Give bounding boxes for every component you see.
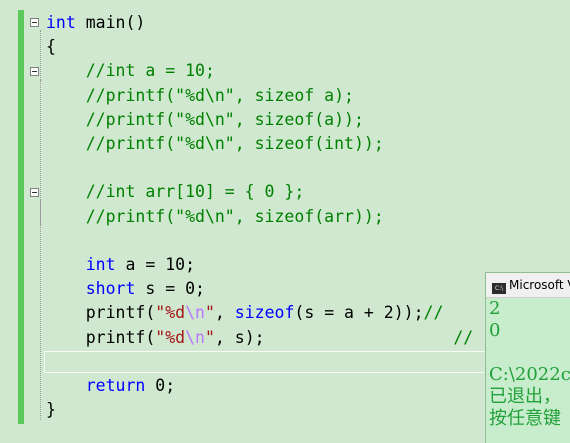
change-indicator-bar (18, 10, 24, 424)
console-app-icon: C:\ (492, 283, 506, 294)
code-token: , (214, 303, 235, 323)
code-token: //int arr[10] = { 0 }; (46, 182, 305, 202)
code-token: //int a = 10; (46, 61, 215, 81)
code-token (46, 279, 86, 298)
code-token: return (85, 376, 146, 395)
code-token: "%d (155, 327, 186, 347)
code-token: a = 10; (115, 255, 196, 274)
code-line[interactable]: { (46, 35, 56, 59)
code-line[interactable]: printf("%d\n", s); // (46, 326, 473, 350)
code-token: , s); (214, 327, 265, 347)
code-token (46, 376, 86, 395)
code-line[interactable]: return 0; (46, 374, 175, 398)
console-title-bar[interactable]: C:\Microsoft V (486, 273, 570, 298)
console-line: 0 (489, 320, 501, 341)
fold-toggle-comment-block-1[interactable] (30, 67, 39, 76)
code-token: //printf("%d\n", sizeof(int)); (46, 134, 384, 153)
code-token: short (85, 279, 136, 299)
current-line-highlight (44, 351, 494, 373)
code-token: int (85, 255, 116, 274)
code-token: printf( (46, 303, 156, 323)
console-line: 已退出， (489, 386, 561, 407)
code-token: //printf("%d\n", sizeof a); (46, 85, 354, 105)
fold-guide-block-2 (40, 200, 41, 225)
code-token: s = 0; (135, 279, 205, 299)
code-token: //printf("%d\n", sizeof(a)); (46, 109, 364, 129)
code-token: //printf("%d\n", sizeof(arr)); (46, 206, 384, 226)
console-output: 2 0 C:\2022c 已退出， 按任意键 (486, 298, 570, 430)
code-line[interactable]: //printf("%d\n", sizeof(arr)); (46, 205, 384, 229)
console-window[interactable]: C:\Microsoft V 2 0 C:\2022c 已退出， 按任意键 (485, 272, 570, 443)
code-line[interactable]: int main() (46, 11, 145, 35)
code-line[interactable]: int a = 10; (46, 253, 195, 277)
code-line[interactable]: printf("%d\n", sizeof(s = a + 2));// (46, 301, 444, 325)
code-token: { (46, 37, 56, 57)
fold-guide-main (40, 30, 41, 420)
code-line[interactable]: //printf("%d\n", sizeof a); (46, 84, 354, 108)
code-token: main() (75, 13, 146, 32)
code-token: // (423, 303, 444, 323)
code-token: sizeof (234, 303, 295, 323)
fold-toggle-comment-block-2[interactable] (30, 188, 39, 197)
console-line: C:\2022c (489, 364, 570, 385)
console-line: 2 (489, 298, 501, 319)
code-token: \n (185, 327, 205, 347)
code-line[interactable]: //printf("%d\n", sizeof(a)); (46, 108, 364, 132)
code-line[interactable]: //int arr[10] = { 0 }; (46, 180, 305, 204)
console-line (489, 342, 570, 364)
code-token: int (46, 13, 76, 32)
code-token: // (264, 327, 474, 347)
code-line[interactable]: short s = 0; (46, 277, 205, 301)
code-token: " (204, 327, 215, 347)
code-token: (s = a + 2)); (294, 303, 424, 323)
code-token: 0; (145, 376, 176, 395)
fold-toggle-main[interactable] (30, 18, 39, 27)
code-token: "%d (155, 303, 186, 323)
code-token: } (46, 400, 56, 420)
code-line[interactable]: //int a = 10; (46, 59, 215, 83)
code-token (46, 255, 86, 274)
code-token: printf( (46, 327, 156, 347)
code-token: \n (185, 303, 205, 323)
code-token: " (204, 303, 215, 323)
fold-guide-block-1 (40, 80, 41, 150)
code-line[interactable]: //printf("%d\n", sizeof(int)); (46, 132, 384, 156)
console-title: Microsoft V (509, 278, 570, 292)
code-line[interactable]: } (46, 398, 56, 422)
console-line: 按任意键 (489, 408, 561, 429)
